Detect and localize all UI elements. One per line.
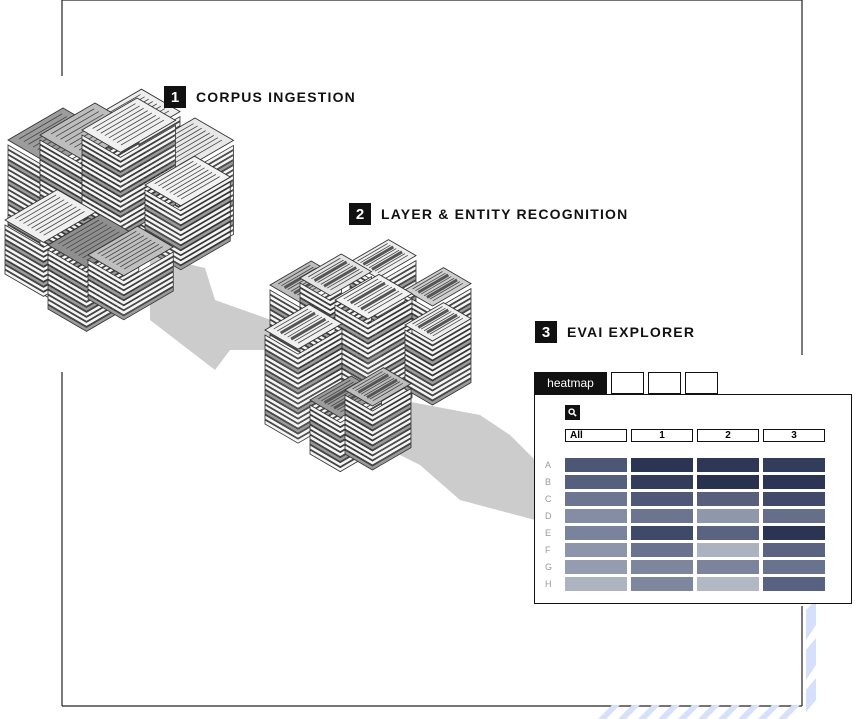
column-header-3[interactable]: 3 (763, 429, 825, 442)
heatmap-cell[interactable] (763, 508, 825, 523)
heatmap-row: C (545, 490, 829, 507)
heatmap-row: B (545, 473, 829, 490)
heatmap-row: D (545, 507, 829, 524)
step-number: 2 (349, 203, 371, 225)
row-label: G (545, 561, 553, 572)
row-label: B (545, 476, 552, 487)
heatmap-row: H (545, 575, 829, 592)
heatmap-row: F (545, 541, 829, 558)
heatmap-cell[interactable] (565, 474, 627, 489)
heatmap-cell[interactable] (763, 559, 825, 574)
step-number: 1 (164, 86, 186, 108)
row-label: E (545, 527, 552, 538)
accent-stripes (598, 600, 816, 719)
tab-bar: heatmap (534, 372, 718, 394)
heatmap-row: A (545, 456, 829, 473)
heatmap-cell[interactable] (697, 474, 759, 489)
heatmap-cell[interactable] (697, 457, 759, 472)
heatmap-cell[interactable] (697, 491, 759, 506)
search-icon[interactable] (565, 405, 580, 420)
step-evai-explorer: 3 EVAI EXPLORER (535, 321, 695, 343)
heatmap-cell[interactable] (631, 559, 693, 574)
heatmap-cell[interactable] (631, 576, 693, 591)
heatmap-cell[interactable] (763, 576, 825, 591)
step-label: CORPUS INGESTION (196, 89, 356, 105)
column-header-all[interactable]: All (565, 429, 627, 442)
heatmap-cell[interactable] (631, 457, 693, 472)
step-label: LAYER & ENTITY RECOGNITION (381, 206, 629, 222)
column-header-2[interactable]: 2 (697, 429, 759, 442)
step-label: EVAI EXPLORER (567, 324, 696, 340)
heatmap-cell[interactable] (631, 542, 693, 557)
heatmap-cell[interactable] (565, 525, 627, 540)
heatmap-cell[interactable] (565, 491, 627, 506)
heatmap-cell[interactable] (565, 559, 627, 574)
heatmap-cell[interactable] (565, 542, 627, 557)
heatmap-cell[interactable] (763, 474, 825, 489)
heatmap-row: G (545, 558, 829, 575)
heatmap-cell[interactable] (697, 508, 759, 523)
frame (61, 0, 803, 707)
heatmap-cell[interactable] (631, 508, 693, 523)
heatmap-cell[interactable] (763, 525, 825, 540)
heatmap-cell[interactable] (631, 474, 693, 489)
step-number: 3 (535, 321, 557, 343)
tab-heatmap[interactable]: heatmap (534, 372, 607, 394)
step-layer-entity-recognition: 2 LAYER & ENTITY RECOGNITION (349, 203, 628, 225)
heatmap-cell[interactable] (565, 576, 627, 591)
heatmap-cell[interactable] (565, 457, 627, 472)
column-header-1[interactable]: 1 (631, 429, 693, 442)
heatmap-cell[interactable] (763, 457, 825, 472)
heatmap-cell[interactable] (763, 542, 825, 557)
heatmap-cell[interactable] (631, 525, 693, 540)
flow-arrows (150, 255, 535, 520)
row-label: A (545, 459, 552, 470)
step-corpus-ingestion: 1 CORPUS INGESTION (164, 86, 356, 108)
heatmap-cell[interactable] (565, 508, 627, 523)
heatmap-cell[interactable] (631, 491, 693, 506)
tab-4[interactable] (685, 372, 718, 394)
heatmap-cell[interactable] (697, 559, 759, 574)
tab-3[interactable] (648, 372, 681, 394)
row-label: D (545, 510, 552, 521)
heatmap-row: E (545, 524, 829, 541)
row-label: F (545, 544, 551, 555)
heatmap-cell[interactable] (697, 525, 759, 540)
heatmap-cell[interactable] (697, 576, 759, 591)
column-header-row: All 1 2 3 (565, 429, 825, 442)
heatmap-cell[interactable] (697, 542, 759, 557)
document-stack-raw (4, 88, 235, 332)
row-label: H (545, 578, 552, 589)
document-stack-annotated (264, 239, 472, 473)
row-label: C (545, 493, 552, 504)
tab-2[interactable] (611, 372, 644, 394)
heatmap-cell[interactable] (763, 491, 825, 506)
